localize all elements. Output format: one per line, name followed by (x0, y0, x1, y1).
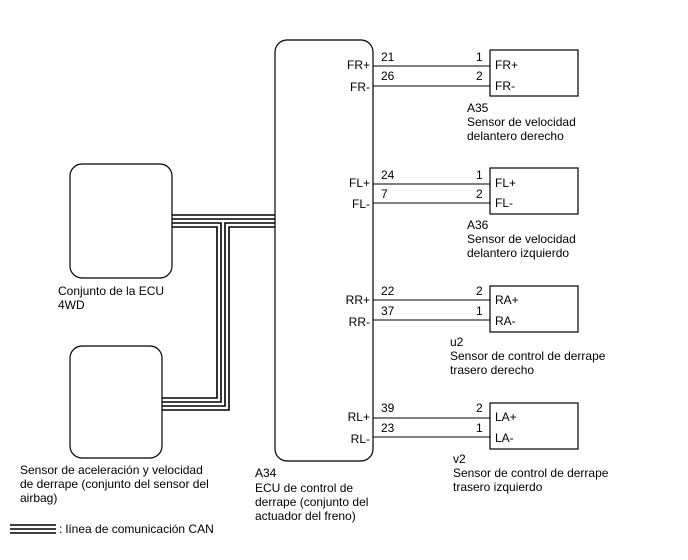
ecu-terminal-fl-minus: FL- (352, 197, 370, 211)
sensor-name-a36: Sensor de velocidad delantero izquierdo (467, 232, 576, 260)
skid-ecu-name: ECU de control de derrape (conjunto del … (255, 481, 369, 523)
sensor-pin-number: 1 (476, 421, 483, 435)
can-legend-symbol (10, 524, 56, 534)
sensor-code-v2: v2 (453, 452, 466, 466)
signal-wires (373, 65, 490, 438)
ecu-terminal-fr-plus: FR+ (346, 58, 370, 72)
sensor-pin-number: 2 (476, 284, 483, 298)
sensor-pin-number: 2 (476, 401, 483, 415)
ecu-terminal-rl-minus: RL- (350, 432, 370, 446)
sensor-terminal-ra-plus: RA+ (495, 293, 519, 307)
sensor-terminal-fl-plus: FL+ (495, 176, 517, 190)
sensor-pin-number: 1 (476, 168, 483, 182)
sensor-pin-number: 1 (476, 304, 483, 318)
sensor-box-u2 (489, 285, 579, 333)
can-bus-lines (162, 214, 275, 411)
sensor-code-u2: u2 (450, 335, 464, 349)
sensor-code-a36: A36 (467, 218, 489, 232)
ecu-pin-number: 7 (381, 187, 388, 201)
sensor-name-a35: Sensor de velocidad delantero derecho (467, 115, 576, 143)
ecu-terminal-rr-minus: RR- (348, 315, 370, 329)
airbag-sensor-box (69, 345, 163, 459)
ecu-terminal-fl-plus: FL+ (348, 176, 370, 190)
ecu-pin-number: 39 (381, 401, 395, 415)
sensor-name-u2: Sensor de control de derrape trasero der… (450, 349, 606, 377)
sensor-box-v2 (489, 402, 579, 450)
ecu-pin-number: 26 (381, 69, 395, 83)
sensor-terminal-ra-minus: RA- (495, 314, 516, 328)
ecu-pin-number: 24 (381, 168, 395, 182)
sensor-name-v2: Sensor de control de derrape trasero izq… (453, 466, 609, 494)
ecu-pin-number: 21 (381, 50, 395, 64)
sensor-terminal-la-plus: LA+ (495, 410, 517, 424)
ecu-terminal-fr-minus: FR- (350, 80, 370, 94)
ecu-pin-number: 37 (381, 304, 395, 318)
skid-control-ecu-box (274, 39, 374, 462)
ecu-pin-number: 23 (381, 421, 395, 435)
ecu-terminal-rl-plus: RL+ (347, 410, 370, 424)
sensor-box-a36 (489, 167, 579, 215)
sensor-terminal-fr-plus: FR+ (495, 58, 519, 72)
ecu-4wd-box (69, 163, 173, 279)
sensor-terminal-fl-minus: FL- (495, 196, 513, 210)
sensor-box-a35 (489, 49, 579, 97)
skid-ecu-code: A34 (255, 466, 277, 480)
sensor-terminal-fr-minus: FR- (495, 79, 515, 93)
sensor-code-a35: A35 (467, 101, 489, 115)
sensor-pin-number: 2 (476, 187, 483, 201)
sensor-pin-number: 2 (476, 69, 483, 83)
ecu-pin-number: 22 (381, 284, 395, 298)
ecu-4wd-label: Conjunto de la ECU 4WD (58, 284, 165, 312)
ecu-terminal-rr-plus: RR+ (345, 293, 370, 307)
can-legend-label: : línea de comunicación CAN (59, 522, 214, 536)
airbag-sensor-label: Sensor de aceleración y velocidad de der… (20, 463, 209, 505)
sensor-terminal-la-minus: LA- (495, 431, 514, 445)
sensor-pin-number: 1 (476, 50, 483, 64)
